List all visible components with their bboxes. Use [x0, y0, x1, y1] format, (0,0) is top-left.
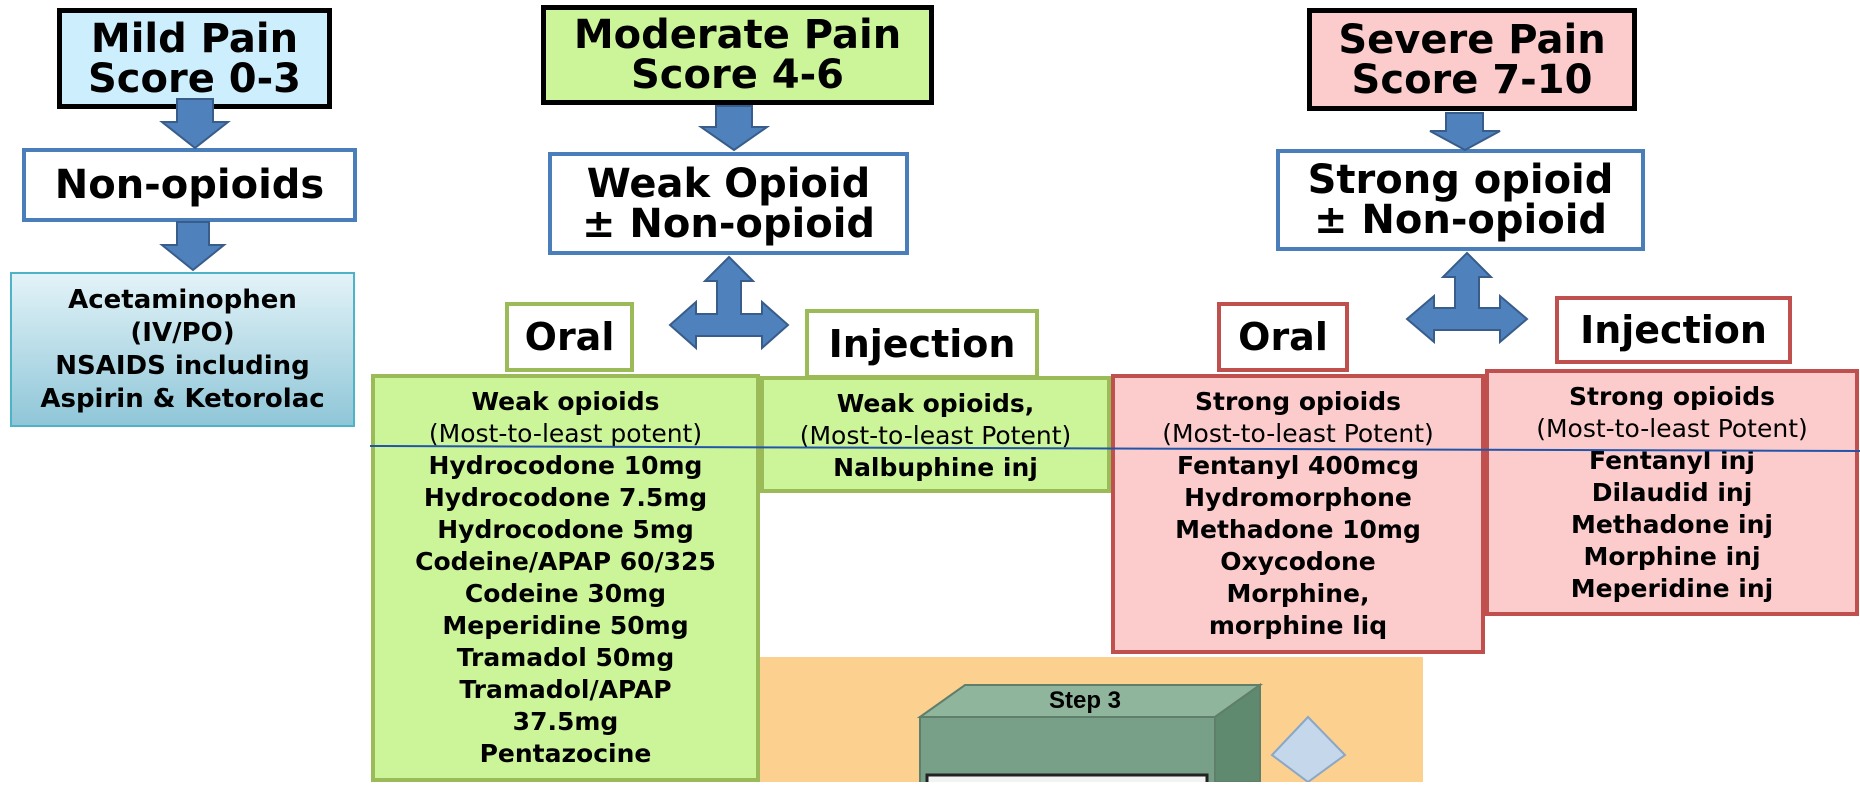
panel-title: Strong opioids	[1568, 382, 1776, 411]
non-opioids-label: Non-opioids	[54, 162, 325, 208]
drug-item: Dilaudid inj	[1591, 478, 1753, 507]
panel-title: Weak opioids	[471, 387, 660, 416]
drug-item: Pentazocine	[479, 739, 652, 768]
moderate-oral-drug-panel: Weak opioids (Most-to-least potent) Hydr…	[371, 374, 760, 782]
moderate-pain-title: Moderate Pain	[573, 12, 902, 58]
drug-item: Nalbuphine inj	[833, 453, 1038, 482]
mild-pain-header: Mild Pain Score 0-3	[57, 8, 332, 109]
horizontal-divider-line	[369, 445, 1860, 452]
drug-item: (IV/PO)	[130, 317, 235, 348]
down-arrow-icon	[1429, 112, 1501, 152]
drug-item: morphine liq	[1208, 611, 1388, 640]
mild-pain-title: Mild Pain	[90, 15, 299, 62]
panel-subtitle: (Most-to-least Potent)	[1536, 414, 1808, 443]
non-opioid-drug-list: Acetaminophen (IV/PO) NSAIDS including A…	[10, 272, 355, 427]
moderate-pain-score: Score 4-6	[630, 52, 845, 98]
drug-item: Hydrocodone 5mg	[437, 515, 694, 544]
drug-item: Aspirin & Ketorolac	[40, 383, 325, 414]
weak-opioid-label: Weak Opioid	[586, 160, 871, 207]
three-way-arrow-icon	[1405, 251, 1529, 345]
drug-item: Hydrocodone 10mg	[428, 451, 703, 480]
drug-item: Morphine,	[1226, 579, 1370, 608]
severe-pain-header: Severe Pain Score 7-10	[1307, 8, 1637, 111]
non-opioids-box: Non-opioids	[22, 148, 357, 222]
severe-pain-score: Score 7-10	[1351, 56, 1593, 103]
drug-item: Meperidine 50mg	[442, 611, 689, 640]
drug-item: Tramadol/APAP	[459, 675, 672, 704]
moderate-injection-label: Injection	[805, 309, 1039, 379]
panel-subtitle: (Most-to-least potent)	[428, 419, 703, 448]
drug-item: Morphine inj	[1583, 542, 1761, 571]
drug-item: Hydrocodone 7.5mg	[423, 483, 708, 512]
drug-item: NSAIDS including	[55, 350, 310, 381]
severe-injection-label: Injection	[1555, 296, 1792, 364]
panel-subtitle: (Most-to-least Potent)	[1162, 419, 1434, 448]
down-arrow-icon	[697, 105, 771, 152]
severe-oral-label: Oral	[1217, 302, 1349, 372]
moderate-pain-header: Moderate Pain Score 4-6	[541, 5, 934, 105]
moderate-injection-drug-panel: Weak opioids, (Most-to-least Potent) Nal…	[760, 376, 1111, 493]
strong-opioid-label: Strong opioid	[1307, 157, 1614, 203]
severe-injection-drug-panel: Strong opioids (Most-to-least Potent) Fe…	[1485, 369, 1859, 616]
mild-pain-score: Score 0-3	[87, 55, 302, 102]
panel-title: Strong opioids	[1194, 387, 1402, 416]
drug-item: Codeine 30mg	[464, 579, 667, 608]
drug-item: Methadone inj	[1571, 510, 1773, 539]
three-way-arrow-icon	[668, 255, 790, 351]
drug-item: Acetaminophen	[68, 284, 297, 315]
drug-item: Oxycodone	[1220, 547, 1376, 576]
moderate-oral-label: Oral	[505, 302, 634, 372]
step3-block-graphic: Step 3	[916, 683, 1347, 786]
drug-item: Meperidine inj	[1570, 574, 1774, 603]
strong-opioid-non-opioid-label: ± Non-opioid	[1313, 197, 1608, 243]
weak-opioid-box: Weak Opioid ± Non-opioid	[548, 152, 909, 255]
drug-item: Methadone 10mg	[1175, 515, 1421, 544]
panel-title: Weak opioids,	[836, 389, 1035, 418]
drug-item: Codeine/APAP 60/325	[415, 547, 716, 576]
drug-item: 37.5mg	[512, 707, 619, 736]
severe-pain-title: Severe Pain	[1338, 16, 1606, 63]
drug-item: Tramadol 50mg	[456, 643, 675, 672]
step3-label: Step 3	[1049, 687, 1121, 714]
drug-item: Fentanyl 400mcg	[1177, 451, 1419, 480]
weak-opioid-non-opioid-label: ± Non-opioid	[581, 200, 876, 247]
down-arrow-icon	[159, 221, 227, 272]
severe-oral-drug-panel: Strong opioids (Most-to-least Potent) Fe…	[1111, 374, 1485, 654]
strong-opioid-box: Strong opioid ± Non-opioid	[1276, 149, 1645, 251]
down-arrow-icon	[159, 98, 231, 150]
inset-ladder-image: Step 3	[760, 657, 1423, 786]
drug-item: Hydromorphone	[1184, 483, 1412, 512]
panel-subtitle: (Most-to-least Potent)	[799, 421, 1072, 450]
